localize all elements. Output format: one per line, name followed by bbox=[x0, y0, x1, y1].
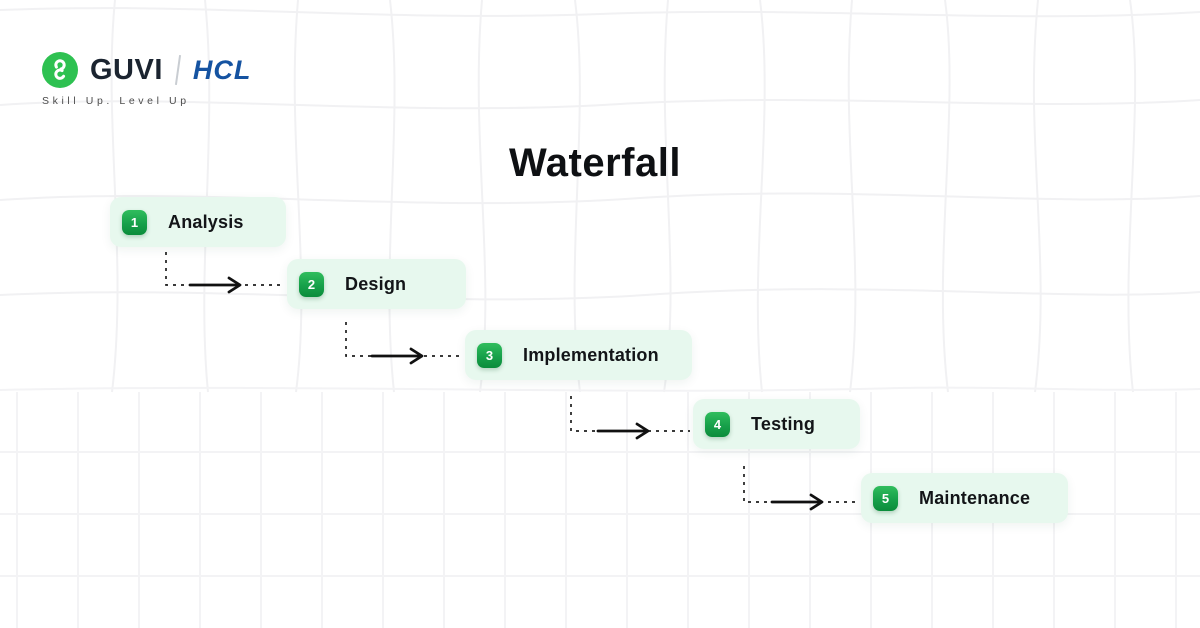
step-label: Maintenance bbox=[919, 487, 1031, 508]
step-card-design: 2 Design bbox=[287, 259, 466, 309]
step-label: Design bbox=[345, 273, 407, 294]
step-number-badge: 5 bbox=[873, 485, 898, 511]
brand-header: GUVI HCL Skill Up. Level Up bbox=[42, 52, 251, 107]
step-card-analysis: 1 Analysis bbox=[110, 197, 286, 247]
hcl-wordmark: HCL bbox=[192, 54, 252, 85]
step-number-badge: 4 bbox=[705, 411, 730, 437]
guvi-logo-icon bbox=[42, 52, 78, 88]
step-number-badge: 1 bbox=[122, 209, 147, 235]
step-number-badge: 3 bbox=[477, 342, 502, 368]
guvi-wordmark: GUVI bbox=[90, 53, 163, 86]
step-card-maintenance: 5 Maintenance bbox=[861, 473, 1068, 523]
step-card-testing: 4 Testing bbox=[693, 399, 860, 449]
step-label: Implementation bbox=[523, 344, 659, 365]
step-card-implementation: 3 Implementation bbox=[465, 330, 692, 380]
step-number-badge: 2 bbox=[299, 271, 324, 297]
brand-divider bbox=[174, 55, 181, 85]
step-label: Analysis bbox=[168, 211, 244, 232]
brand-tagline: Skill Up. Level Up bbox=[42, 95, 190, 107]
step-label: Testing bbox=[751, 413, 816, 434]
page-title: Waterfall bbox=[509, 141, 681, 185]
